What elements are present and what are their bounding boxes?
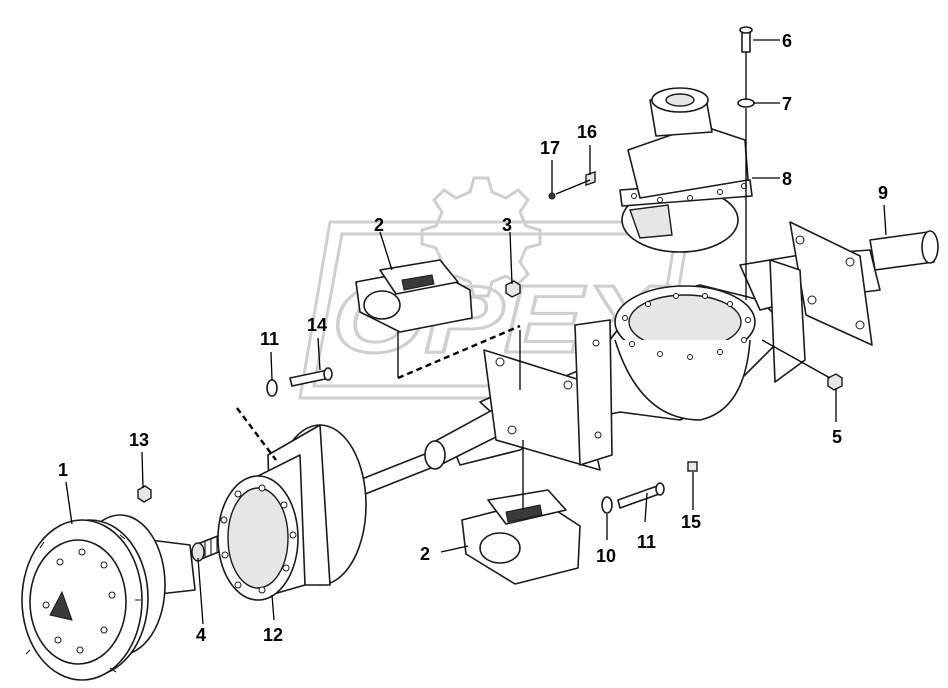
callout-3: 3 xyxy=(502,215,512,235)
callout-15: 15 xyxy=(681,512,701,532)
callout-11-right: 11 xyxy=(637,532,656,552)
nut-3 xyxy=(505,280,521,298)
callout-17: 17 xyxy=(540,138,560,158)
washer-11-left xyxy=(266,379,278,397)
callout-5: 5 xyxy=(832,427,842,447)
bolt-11-right xyxy=(617,482,665,509)
callout-11-left: 11 xyxy=(260,329,279,349)
callout-labels: 1 2 2 3 4 5 6 7 8 9 10 11 11 12 13 14 15… xyxy=(58,31,888,645)
bolt-14 xyxy=(289,367,333,387)
callout-leaders xyxy=(65,39,887,625)
callout-12: 12 xyxy=(263,625,283,645)
assembly-lines xyxy=(236,52,831,510)
washer-7 xyxy=(737,98,755,108)
callout-6: 6 xyxy=(782,31,792,51)
callout-16: 16 xyxy=(577,122,597,142)
callout-13: 13 xyxy=(129,430,149,450)
callout-4: 4 xyxy=(196,625,206,645)
wheel-hub xyxy=(21,514,196,681)
callout-2-lower: 2 xyxy=(420,544,430,564)
brake-caliper-lower xyxy=(461,489,581,585)
callout-1: 1 xyxy=(58,460,68,480)
callout-9: 9 xyxy=(878,183,888,203)
washer-10 xyxy=(601,496,613,514)
nut-5 xyxy=(827,373,843,391)
nut-13 xyxy=(137,485,152,503)
wheel-flange-12 xyxy=(217,454,306,601)
callout-10: 10 xyxy=(596,546,616,566)
plug-15 xyxy=(687,461,698,472)
differential xyxy=(619,87,753,253)
axle-housing xyxy=(424,221,939,471)
callout-8: 8 xyxy=(782,169,792,189)
callout-14: 14 xyxy=(307,315,327,335)
brake-caliper-upper xyxy=(355,259,473,333)
dot-17 xyxy=(548,192,556,200)
callout-7: 7 xyxy=(782,94,792,114)
bolt-6 xyxy=(739,26,753,53)
callout-2-upper: 2 xyxy=(374,215,384,235)
